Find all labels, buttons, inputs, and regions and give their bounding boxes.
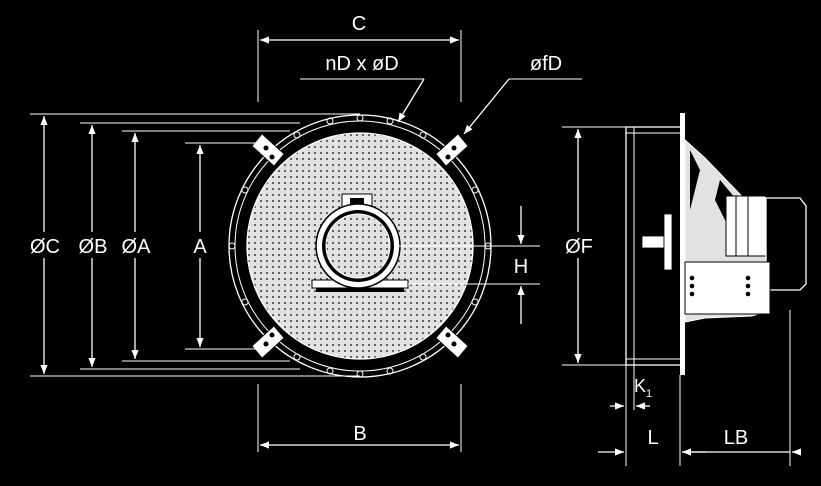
front-dimensions: C nD x øD øfD ØC ØB ØA A bbox=[22, 13, 582, 452]
dimension-lb-label: LB bbox=[724, 427, 748, 449]
dimension-dia-b-label: ØB bbox=[79, 236, 108, 258]
dimension-k-subscript: 1 bbox=[646, 388, 652, 400]
dimension-h-label: H bbox=[514, 256, 528, 278]
fix-hole-label: øfD bbox=[530, 53, 562, 75]
mounting-bracket-bottom-left bbox=[251, 325, 285, 359]
mounting-bracket-top-left bbox=[251, 133, 285, 167]
dimension-b-label: B bbox=[353, 423, 366, 445]
side-base-bolts bbox=[689, 275, 751, 297]
motor bbox=[311, 193, 409, 292]
front-view bbox=[228, 114, 492, 378]
dimension-dia-c-label: ØC bbox=[30, 236, 60, 258]
dimension-dia-a-label: ØA bbox=[122, 236, 152, 258]
dimension-c-top-label: C bbox=[352, 13, 366, 35]
side-view: ØF K1 L LB bbox=[556, 113, 807, 466]
side-motor-base bbox=[684, 261, 771, 315]
holes-label: nD x øD bbox=[325, 53, 398, 75]
dimension-k-main: K bbox=[634, 376, 646, 396]
dimension-dia-f-label: ØF bbox=[565, 236, 593, 258]
dimension-k-label: K1 bbox=[634, 376, 652, 400]
mounting-bracket-top-right bbox=[435, 133, 469, 167]
fix-hole-leader-line bbox=[463, 78, 510, 135]
dimension-l-label: L bbox=[647, 427, 658, 449]
side-motor-fan-cover bbox=[765, 197, 807, 291]
side-flange-plate bbox=[680, 113, 685, 375]
dimension-a-label: A bbox=[193, 236, 207, 258]
mounting-bracket-bottom-right bbox=[435, 325, 469, 359]
holes-leader-line bbox=[397, 78, 425, 123]
side-hub bbox=[641, 235, 665, 249]
side-motor-body bbox=[725, 195, 767, 257]
